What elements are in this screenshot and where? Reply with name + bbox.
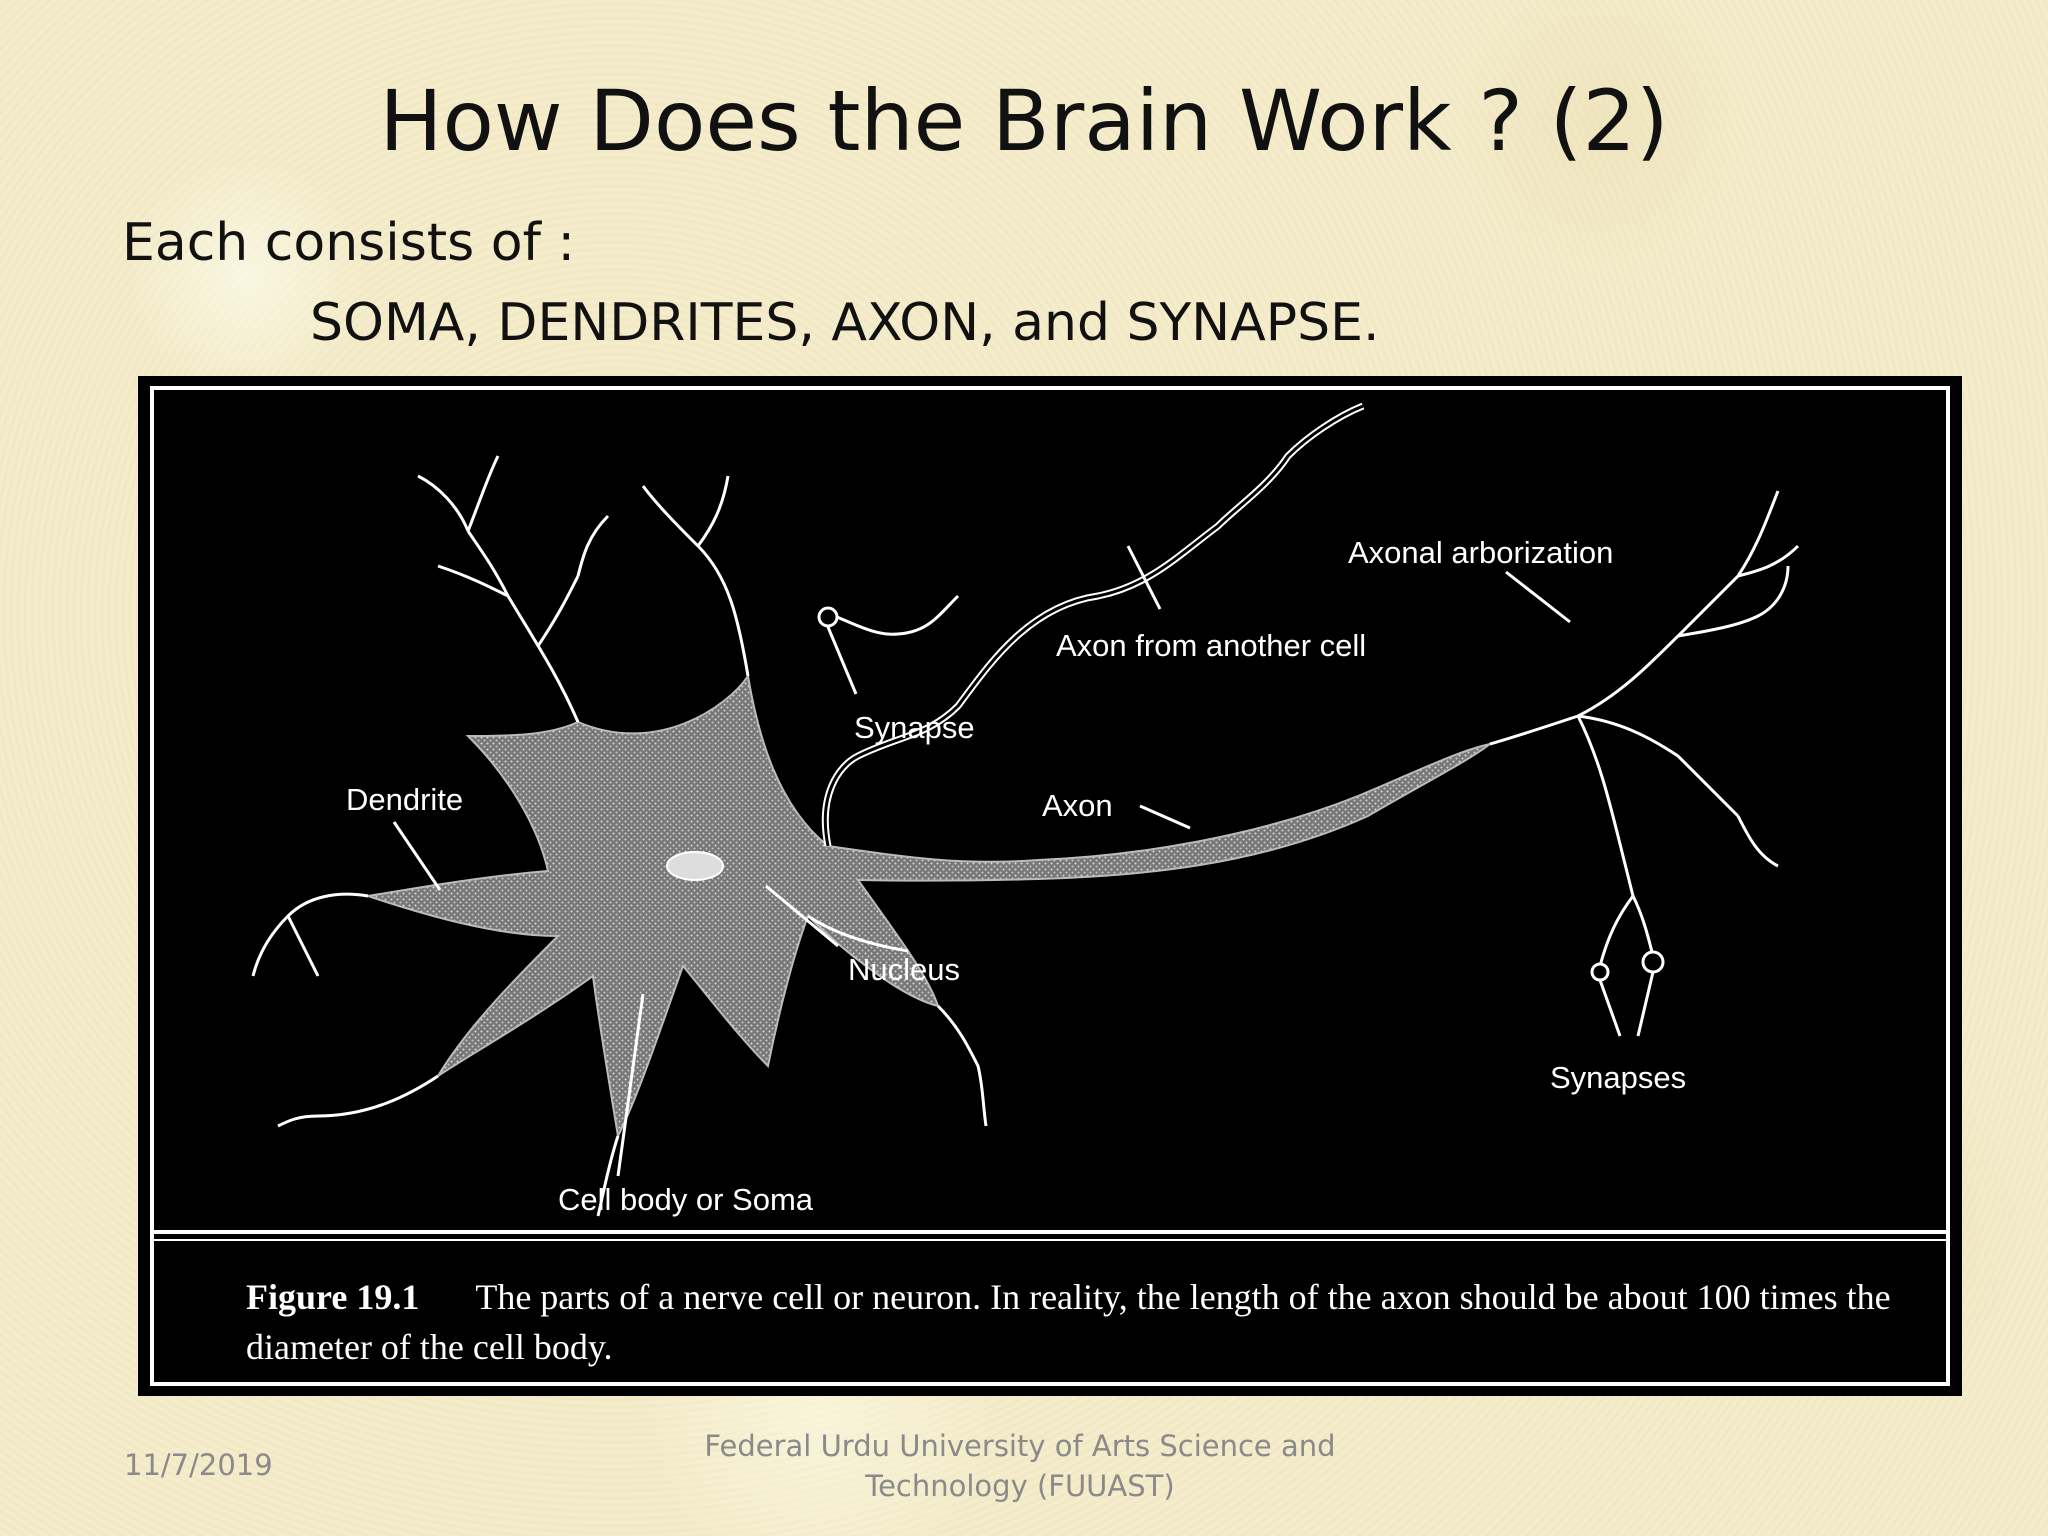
dendrite-branches bbox=[251, 455, 988, 1217]
label-axonal-arborization: Axonal arborization bbox=[1348, 535, 1613, 570]
label-dendrite: Dendrite bbox=[346, 782, 463, 817]
figure-caption-text: The parts of a nerve cell or neuron. In … bbox=[246, 1277, 1891, 1367]
footer-institution-line2: Technology (FUUAST) bbox=[865, 1469, 1175, 1503]
label-nucleus: Nucleus bbox=[848, 952, 960, 987]
label-axon-from-another-cell: Axon from another cell bbox=[1056, 628, 1366, 663]
label-synapses: Synapses bbox=[1550, 1060, 1686, 1095]
cell-body-shape bbox=[367, 673, 1491, 1140]
intro-text: Each consists of : bbox=[122, 213, 575, 273]
label-axon: Axon bbox=[1042, 788, 1113, 823]
incoming-axon bbox=[817, 402, 1365, 847]
label-synapse: Synapse bbox=[854, 710, 975, 745]
axon-terminals bbox=[1489, 490, 1800, 982]
footer-institution-line1: Federal Urdu University of Arts Science … bbox=[704, 1429, 1336, 1463]
figure-number: Figure 19.1 bbox=[246, 1277, 420, 1317]
label-cell-body: Cell body or Soma bbox=[558, 1182, 814, 1217]
figure-border bbox=[150, 386, 1950, 1386]
neuron-diagram: Axonal arborization Axon from another ce… bbox=[150, 386, 1950, 1386]
slide-title: How Does the Brain Work ? (2) bbox=[379, 72, 1669, 170]
label-pointers bbox=[392, 545, 1655, 1177]
footer-date: 11/7/2019 bbox=[124, 1448, 273, 1482]
neuron-figure: Axonal arborization Axon from another ce… bbox=[138, 376, 1962, 1396]
nucleus-shape bbox=[666, 851, 724, 881]
neuron-parts-list: SOMA, DENDRITES, AXON, and SYNAPSE. bbox=[310, 293, 1380, 353]
footer-institution: Federal Urdu University of Arts Science … bbox=[660, 1426, 1380, 1506]
